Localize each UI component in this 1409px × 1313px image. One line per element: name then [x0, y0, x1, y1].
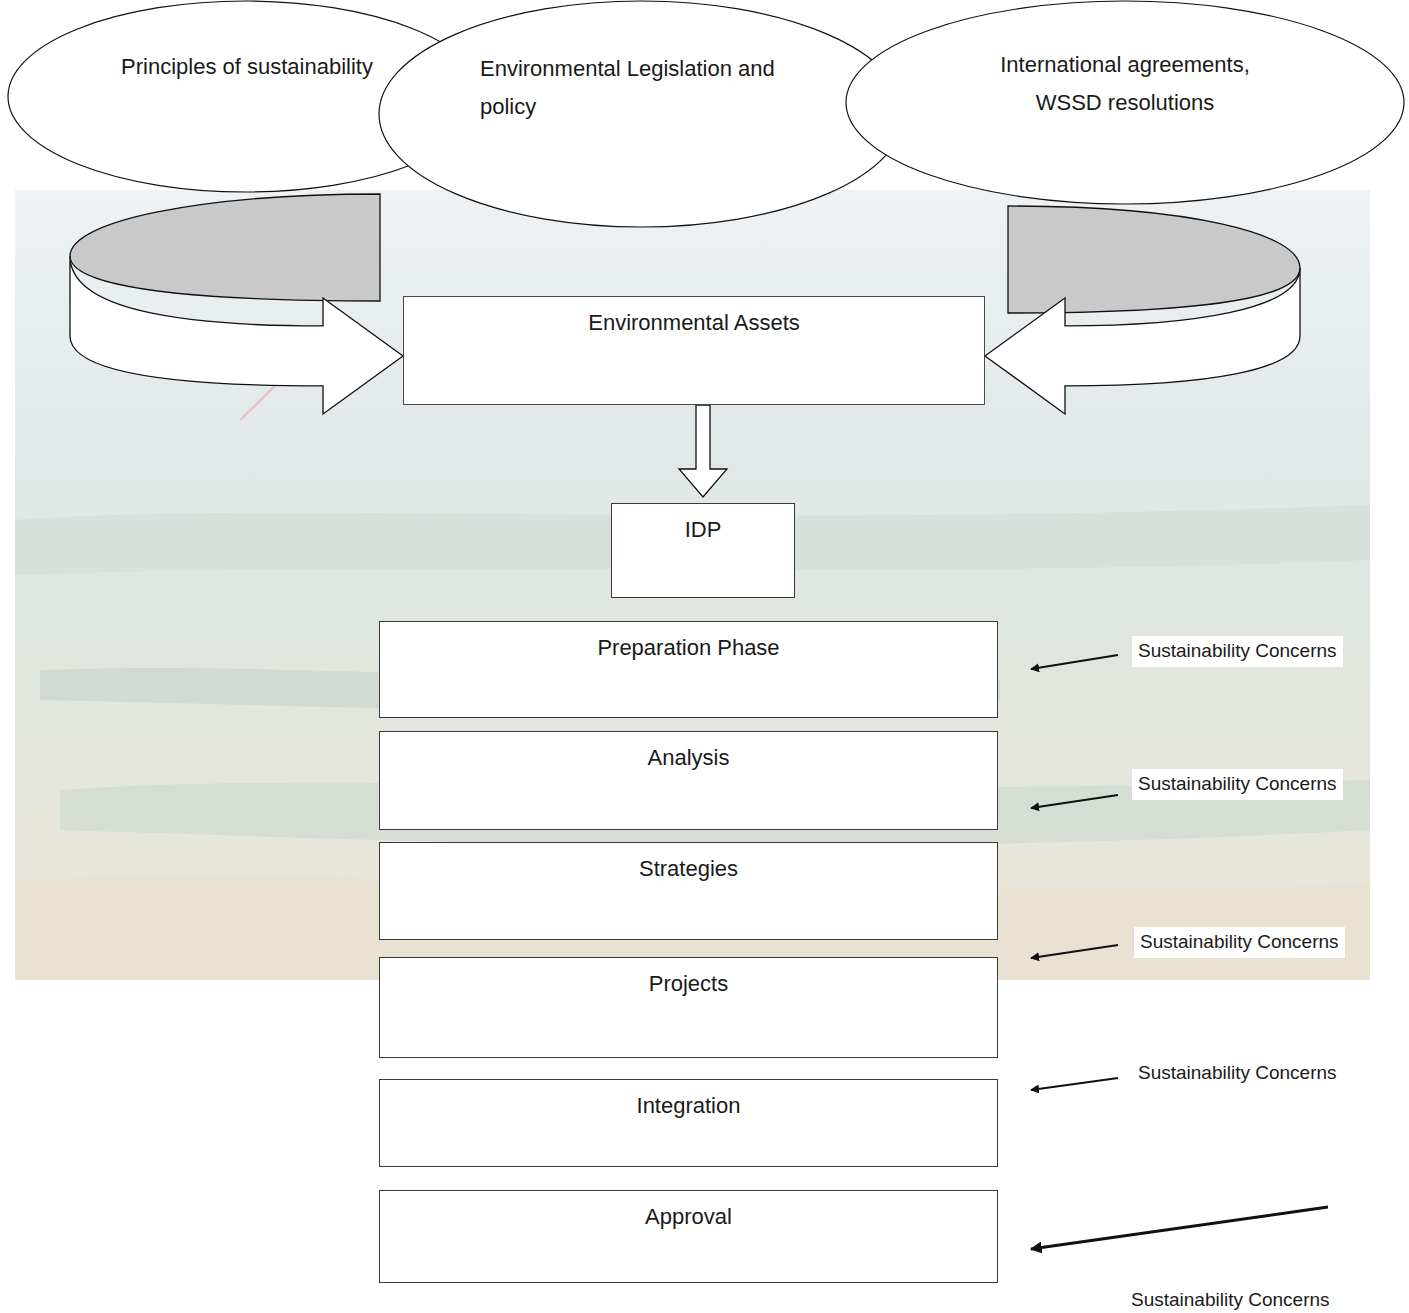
assets-box: Environmental Assets [403, 296, 985, 405]
node-text: Integration [388, 1092, 989, 1121]
phase-box: Strategies [379, 842, 998, 940]
node-text: Environmental Assets [412, 309, 976, 338]
phase-box: Approval [379, 1190, 998, 1283]
flow-arrow [70, 194, 403, 414]
leader-arrow [1031, 655, 1118, 669]
leader-arrow [1031, 1207, 1328, 1249]
node-text: Analysis [388, 744, 989, 773]
text-area: Projects [380, 958, 997, 1011]
node-text: Strategies [388, 855, 989, 884]
node-text: Projects [388, 970, 989, 999]
ribbon-front [985, 268, 1300, 414]
policy-ellipse: Environmental Legislation and policy [378, 0, 905, 228]
node-text: Environmental Legislation and policy [480, 50, 825, 126]
phase-box: Integration [379, 1079, 998, 1167]
node-text: IDP [620, 516, 786, 545]
text-area: Environmental Legislation and policy [480, 50, 825, 126]
concern-label: Sustainability Concerns [1132, 1058, 1343, 1089]
text-area: International agreements, WSSD resolutio… [965, 46, 1285, 122]
ribbon-back [70, 194, 380, 301]
node-text: Approval [388, 1203, 989, 1232]
agreement-ellipse: International agreements, WSSD resolutio… [845, 0, 1405, 205]
leader-arrow [1031, 1078, 1118, 1090]
text-area: Integration [380, 1080, 997, 1133]
text-area: Analysis [380, 732, 997, 785]
ribbon-back [1008, 206, 1300, 313]
ribbon-front [70, 256, 403, 414]
idp-box: IDP [611, 503, 795, 598]
concern-label: Sustainability Concerns [1134, 927, 1345, 958]
concern-label: Sustainability Concerns [1125, 1285, 1336, 1313]
leader-arrow [1031, 945, 1118, 958]
phase-box: Projects [379, 957, 998, 1058]
text-area: Principles of sustainability [67, 48, 427, 86]
node-text: Preparation Phase [388, 634, 989, 663]
flow-arrow [679, 405, 727, 497]
ellipse-shape [846, 1, 1404, 204]
photo-ground [15, 190, 1370, 980]
leader-arrow [1031, 795, 1118, 808]
ellipse-shape [379, 1, 904, 227]
concern-label: Sustainability Concerns [1132, 636, 1343, 667]
text-area: Approval [380, 1191, 997, 1244]
node-text: International agreements, WSSD resolutio… [965, 46, 1285, 122]
text-area: Preparation Phase [380, 622, 997, 675]
text-area: Strategies [380, 843, 997, 896]
node-text: Principles of sustainability [67, 48, 427, 86]
phase-box: Analysis [379, 731, 998, 830]
ellipse-outline [378, 0, 905, 228]
text-area: IDP [612, 504, 794, 557]
concern-label: Sustainability Concerns [1132, 769, 1343, 800]
flow-arrow [985, 206, 1300, 414]
phase-box: Preparation Phase [379, 621, 998, 718]
hollow-arrow [679, 405, 727, 497]
text-area: Environmental Assets [404, 297, 984, 350]
